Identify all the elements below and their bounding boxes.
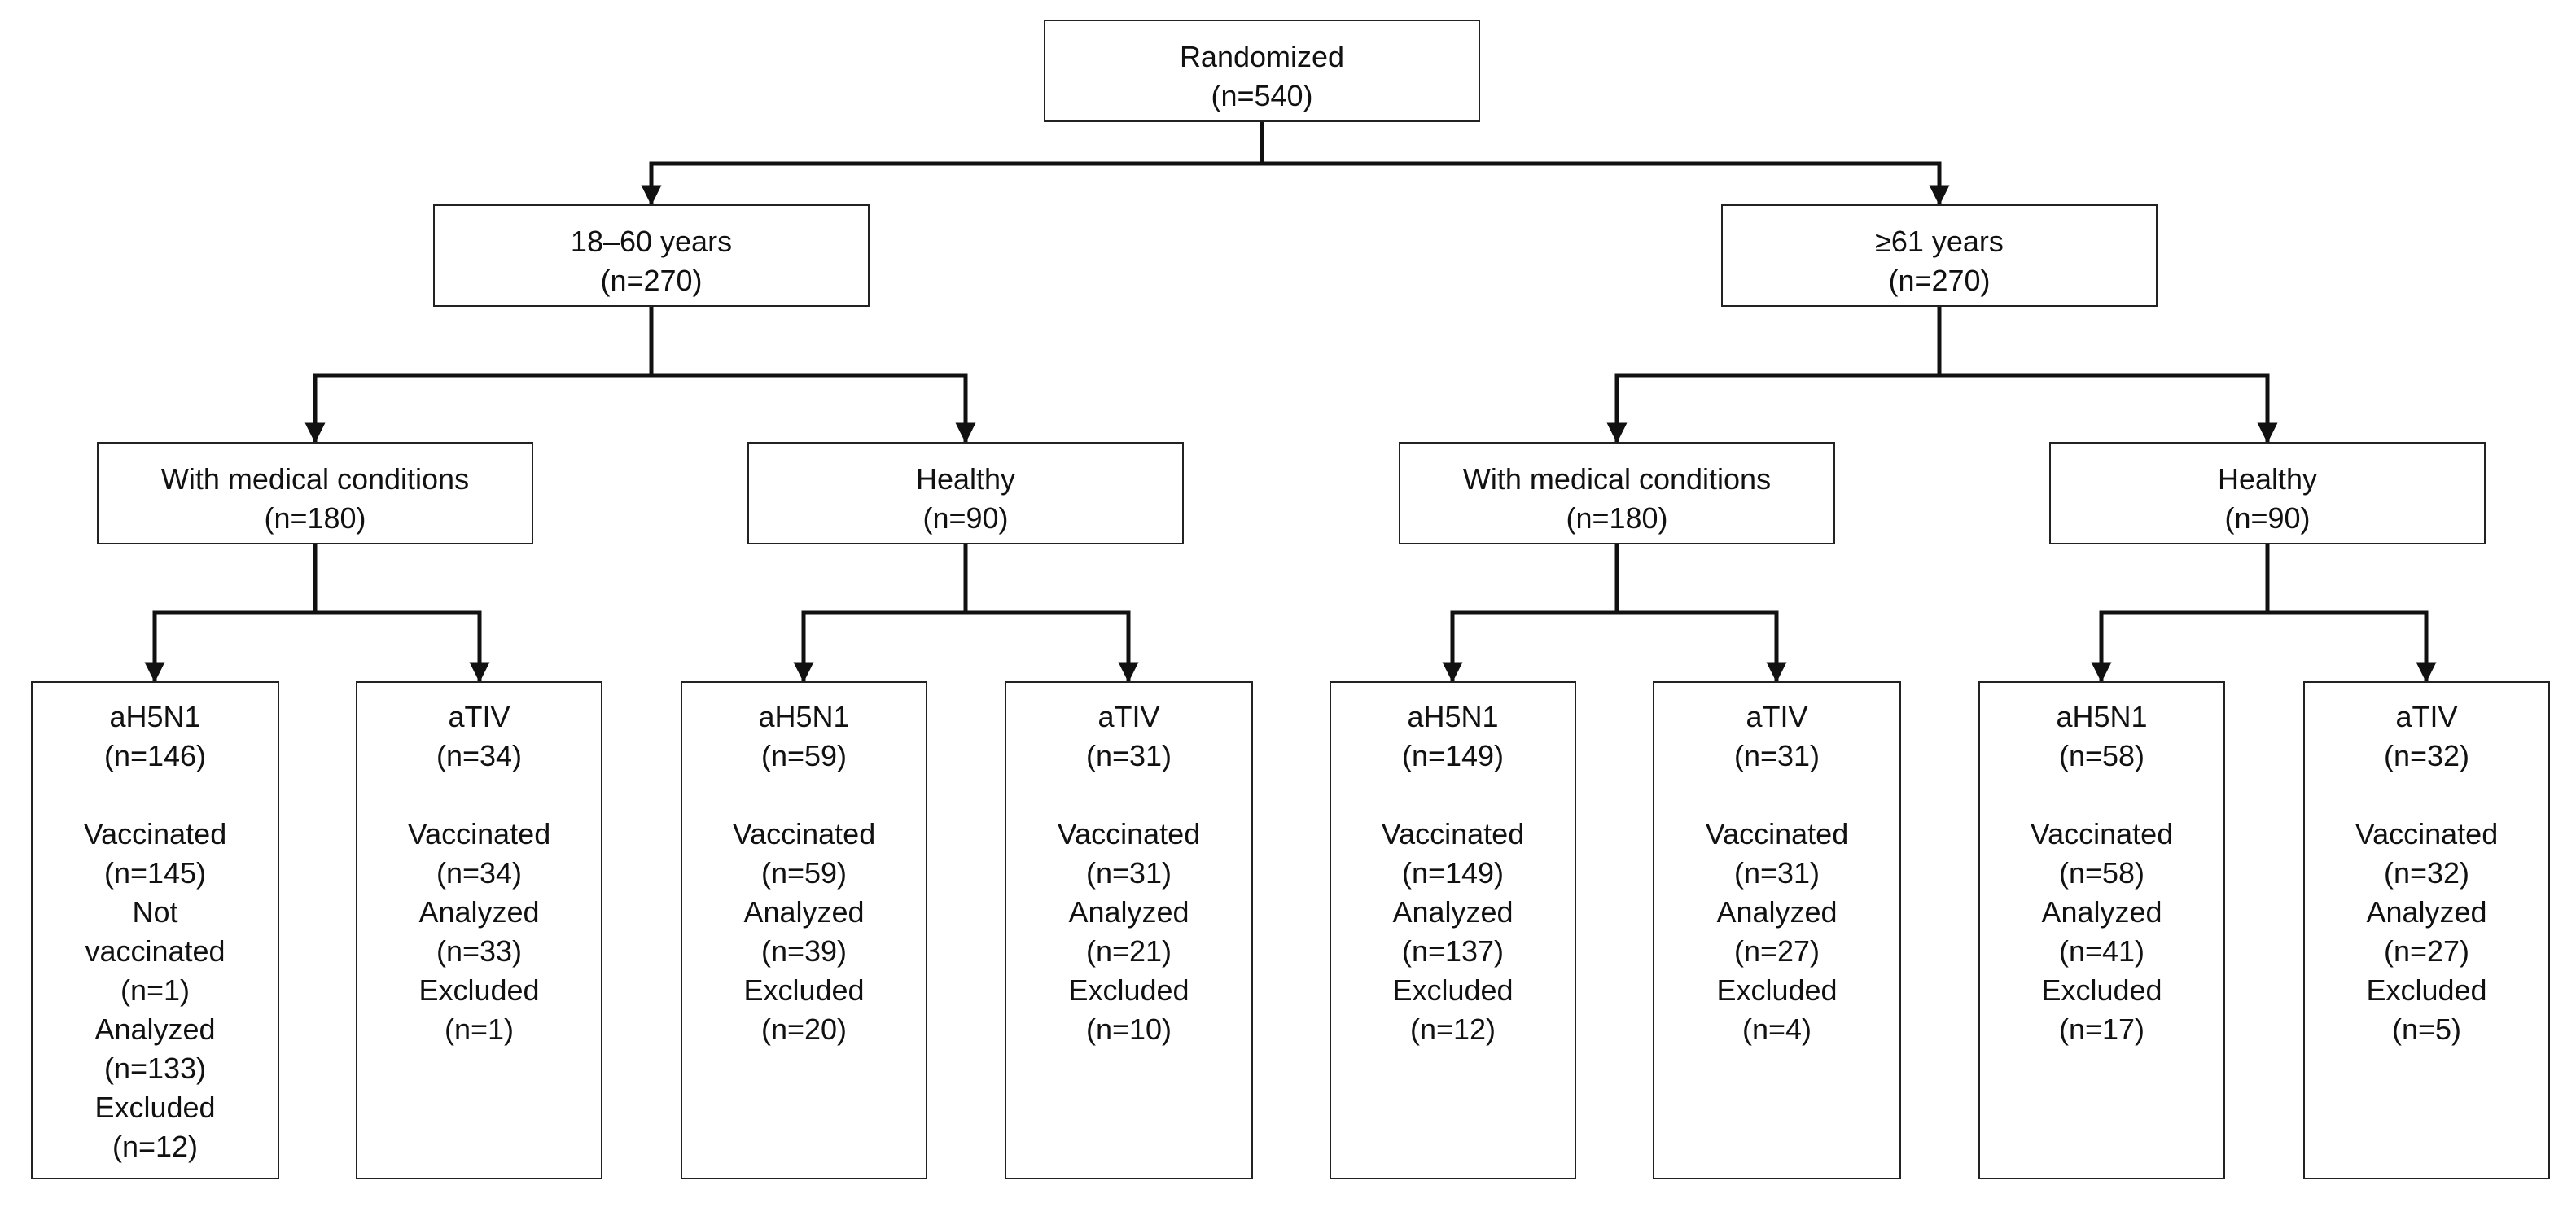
arm-detail: Analyzed	[1068, 895, 1189, 929]
arm-detail: (n=5)	[2391, 1012, 2462, 1046]
age-group-label: 18–60 years	[570, 225, 733, 258]
arm-detail: Analyzed	[94, 1012, 216, 1046]
arm-detail: Excluded	[2366, 973, 2487, 1007]
arm-count: (n=32)	[2383, 739, 2470, 772]
arm-detail: vaccinated	[85, 934, 226, 968]
arm-detail: (n=39)	[760, 934, 848, 968]
subgroup-medical-conditions-box: With medical conditions (n=180)	[1399, 442, 1835, 544]
arm-name: aTIV	[1746, 700, 1808, 733]
subgroup-label: With medical conditions	[160, 462, 470, 496]
arm-ah5n1-box: aH5N1 (n=59) Vaccinated (n=59) Analyzed …	[681, 681, 927, 1179]
randomized-count: (n=540)	[1211, 79, 1313, 112]
arm-detail: Excluded	[1068, 973, 1189, 1007]
arm-count: (n=149)	[1401, 739, 1505, 772]
age-group-61-plus-box: ≥61 years (n=270)	[1721, 204, 2158, 307]
arm-detail: Excluded	[1392, 973, 1514, 1007]
subgroup-count: (n=180)	[264, 501, 366, 535]
arm-detail: Vaccinated	[2030, 817, 2174, 851]
arm-ativ-box: aTIV (n=31) Vaccinated (n=31) Analyzed (…	[1005, 681, 1253, 1179]
arm-name: aTIV	[1097, 700, 1160, 733]
arm-detail: (n=1)	[444, 1012, 515, 1046]
arm-count: (n=31)	[1085, 739, 1172, 772]
subgroup-label: Healthy	[915, 462, 1016, 496]
arm-count: (n=146)	[103, 739, 207, 772]
arm-detail: (n=27)	[2383, 934, 2470, 968]
arm-detail: (n=41)	[2058, 934, 2145, 968]
arm-name: aH5N1	[109, 700, 201, 733]
arm-detail: (n=32)	[2383, 856, 2470, 890]
arm-detail: (n=12)	[1409, 1012, 1496, 1046]
subgroup-medical-conditions-box: With medical conditions (n=180)	[97, 442, 533, 544]
arm-detail: (n=145)	[103, 856, 207, 890]
arm-detail: (n=34)	[436, 856, 523, 890]
arm-ah5n1-box: aH5N1 (n=146) Vaccinated (n=145) Not vac…	[31, 681, 279, 1179]
subgroup-healthy-box: Healthy (n=90)	[747, 442, 1184, 544]
arm-ativ-box: aTIV (n=34) Vaccinated (n=34) Analyzed (…	[356, 681, 602, 1179]
arm-detail: Excluded	[743, 973, 865, 1007]
arm-name: aH5N1	[2056, 700, 2148, 733]
arm-ah5n1-box: aH5N1 (n=58) Vaccinated (n=58) Analyzed …	[1978, 681, 2225, 1179]
arm-detail: Analyzed	[418, 895, 540, 929]
arm-ativ-box: aTIV (n=32) Vaccinated (n=32) Analyzed (…	[2303, 681, 2550, 1179]
subgroup-count: (n=90)	[922, 501, 1009, 535]
arm-detail: Vaccinated	[407, 817, 551, 851]
arm-name: aH5N1	[758, 700, 850, 733]
arm-detail: (n=17)	[2058, 1012, 2145, 1046]
arm-detail: Analyzed	[2366, 895, 2487, 929]
arm-detail: (n=20)	[760, 1012, 848, 1046]
arm-detail: (n=137)	[1401, 934, 1505, 968]
arm-detail: Analyzed	[1716, 895, 1838, 929]
arm-detail: (n=1)	[120, 973, 191, 1007]
arm-detail: Analyzed	[2041, 895, 2162, 929]
arm-detail: (n=149)	[1401, 856, 1505, 890]
arm-detail: (n=133)	[103, 1052, 207, 1085]
arm-detail: (n=27)	[1733, 934, 1820, 968]
arm-detail: (n=31)	[1733, 856, 1820, 890]
arm-detail: (n=58)	[2058, 856, 2145, 890]
arm-detail: Excluded	[94, 1091, 216, 1124]
arm-detail: (n=59)	[760, 856, 848, 890]
age-group-count: (n=270)	[1888, 264, 1991, 297]
arm-detail: (n=33)	[436, 934, 523, 968]
arm-count: (n=58)	[2058, 739, 2145, 772]
arm-ativ-box: aTIV (n=31) Vaccinated (n=31) Analyzed (…	[1653, 681, 1901, 1179]
arm-detail: (n=10)	[1085, 1012, 1172, 1046]
arm-detail: Vaccinated	[1381, 817, 1525, 851]
arm-detail: Not	[132, 895, 178, 929]
arm-detail: Vaccinated	[83, 817, 227, 851]
arm-detail: Vaccinated	[1705, 817, 1849, 851]
arm-count: (n=34)	[436, 739, 523, 772]
arm-detail: (n=4)	[1741, 1012, 1812, 1046]
arm-detail: Vaccinated	[732, 817, 876, 851]
arm-detail: Analyzed	[743, 895, 865, 929]
arm-detail: Excluded	[1716, 973, 1838, 1007]
age-group-label: ≥61 years	[1875, 225, 2004, 258]
subgroup-label: With medical conditions	[1462, 462, 1772, 496]
subgroup-count: (n=180)	[1566, 501, 1668, 535]
arm-detail: (n=21)	[1085, 934, 1172, 968]
arm-detail: (n=31)	[1085, 856, 1172, 890]
subgroup-label: Healthy	[2217, 462, 2318, 496]
subgroup-count: (n=90)	[2224, 501, 2311, 535]
subgroup-healthy-box: Healthy (n=90)	[2049, 442, 2486, 544]
randomized-box: Randomized (n=540)	[1044, 20, 1480, 122]
arm-name: aTIV	[2395, 700, 2458, 733]
arm-name: aH5N1	[1407, 700, 1499, 733]
randomized-label: Randomized	[1179, 40, 1345, 73]
arm-detail: Vaccinated	[1057, 817, 1201, 851]
arm-detail: (n=12)	[112, 1130, 199, 1163]
arm-count: (n=59)	[760, 739, 848, 772]
arm-ah5n1-box: aH5N1 (n=149) Vaccinated (n=149) Analyze…	[1330, 681, 1576, 1179]
age-group-18-60-box: 18–60 years (n=270)	[433, 204, 870, 307]
age-group-count: (n=270)	[600, 264, 703, 297]
arm-detail: Analyzed	[1392, 895, 1514, 929]
arm-count: (n=31)	[1733, 739, 1820, 772]
arm-detail: Excluded	[2041, 973, 2162, 1007]
arm-name: aTIV	[448, 700, 510, 733]
arm-detail: Vaccinated	[2355, 817, 2499, 851]
arm-detail: Excluded	[418, 973, 540, 1007]
